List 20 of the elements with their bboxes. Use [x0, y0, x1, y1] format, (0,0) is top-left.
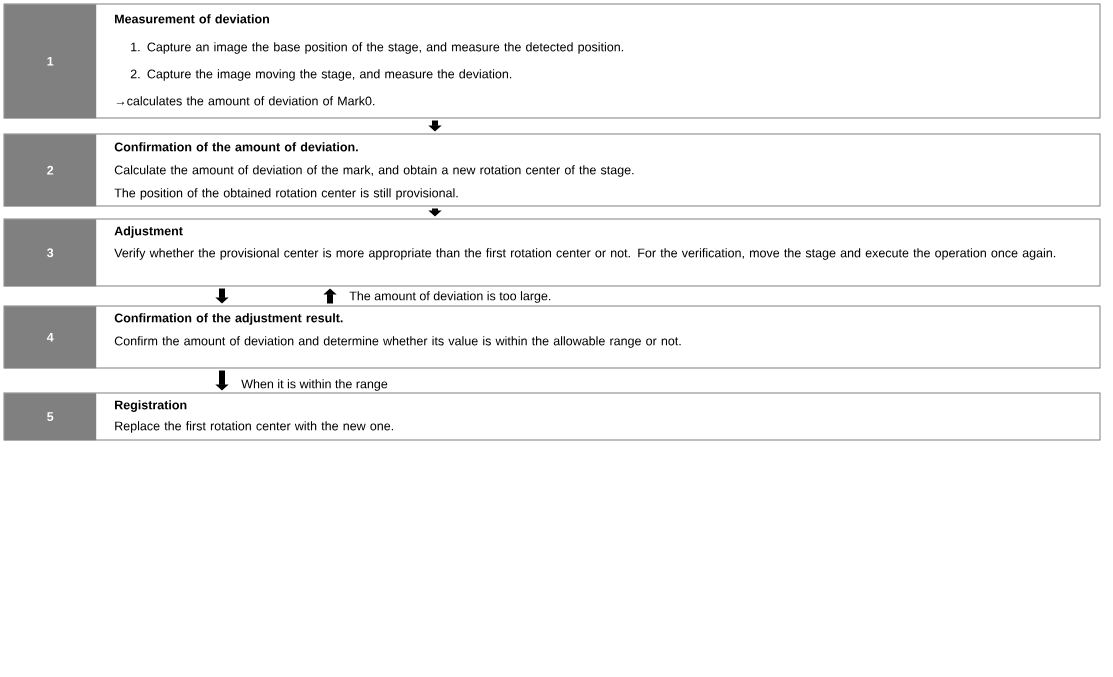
step-number-band: 2 [4, 134, 97, 207]
step-text: Verify whether the provisional center is more appropriate than the first rotation center or not. For the verification, move the stage and execute the operation once again. [114, 248, 1056, 260]
edge-label: The amount of deviation is too large. [348, 290, 553, 304]
step-text: Replace the first rotation center with the new one. [115, 421, 394, 433]
step-heading: Confirmation of the amount of deviation. [114, 142, 358, 152]
step-heading: Adjustment [114, 226, 183, 238]
step-heading: Measurement of deviation [115, 14, 269, 24]
step-text: Calculate the amount of deviation of the mark, and obtain a new rotation center of the stage. [114, 165, 634, 177]
step-heading: Confirmation of the adjustment result. [114, 313, 343, 325]
step-text: 2. Capture the image moving the stage, and measure the deviation. [130, 69, 512, 81]
step-text: 1. Capture an image the base position of the stage, and measure the detected position. [131, 42, 624, 54]
step-number-band: 3 [4, 219, 97, 287]
step-number-band: 4 [4, 306, 97, 369]
step-text: The position of the obtained rotation center is still provisional. [114, 188, 458, 200]
step-number-band: 5 [4, 393, 97, 441]
step-number-band: 1 [4, 4, 97, 119]
step-heading: Registration [115, 400, 187, 412]
step-text: Confirm the amount of deviation and determine whether its value is within the allowable range or not. [114, 336, 681, 348]
step-text: →calculates the amount of deviation of Mark0. [116, 96, 375, 106]
edge-label: When it is within the range [240, 378, 389, 392]
